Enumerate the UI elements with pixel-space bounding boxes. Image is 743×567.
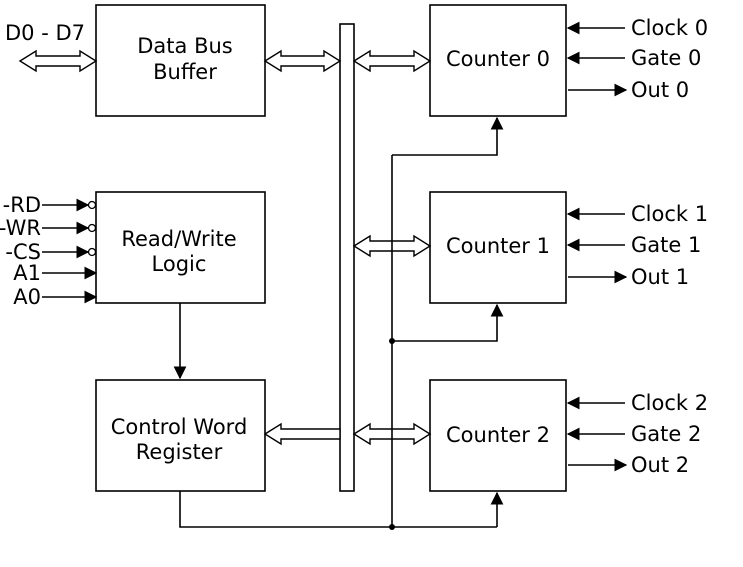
read-write-logic-block: Read/Write Logic (95, 191, 266, 304)
a1-input-label: A1 (13, 261, 41, 285)
counter-2-signals: Clock 2 Gate 2 Out 2 (566, 391, 708, 477)
counter-2-block: Counter 2 (429, 379, 567, 492)
rd-input-label: -RD (3, 193, 41, 217)
wr-active-low-bubble (87, 223, 97, 233)
gate-0-label: Gate 0 (631, 46, 701, 70)
wr-input-label: -WR (0, 216, 41, 240)
counter-0-signals: Clock 0 Gate 0 Out 0 (566, 16, 708, 102)
control-word-register-label-line1: Control Word (111, 415, 248, 439)
counter-1-signals: Clock 1 Gate 1 Out 1 (566, 202, 708, 289)
clock-1-label: Clock 1 (631, 202, 708, 226)
out-1-label: Out 1 (631, 265, 689, 289)
control-wiring (179, 116, 504, 530)
counter-1-block: Counter 1 (429, 191, 567, 304)
out-0-label: Out 0 (631, 78, 689, 102)
buffer-bus-arrow (263, 49, 342, 73)
rw-inputs: -RD -WR -CS A1 A0 (0, 193, 98, 309)
cs-input-label: -CS (5, 240, 41, 264)
cs-active-low-bubble (87, 247, 97, 257)
read-write-logic-label-line1: Read/Write (121, 227, 236, 251)
a0-input-label: A0 (13, 285, 41, 309)
data-bus-buffer-label-line1: Data Bus (137, 34, 232, 58)
gate-1-label: Gate 1 (631, 233, 701, 257)
counter-2-label: Counter 2 (446, 423, 550, 447)
read-write-logic-label-line2: Logic (152, 252, 207, 276)
counter-0-label: Counter 0 (446, 47, 550, 71)
clock-2-label: Clock 2 (631, 391, 708, 415)
out-2-label: Out 2 (631, 453, 689, 477)
internal-bus (339, 23, 355, 492)
clock-0-label: Clock 0 (631, 16, 708, 40)
rd-active-low-bubble (87, 200, 97, 210)
gate-2-label: Gate 2 (631, 422, 701, 446)
bus-counter0-arrow (352, 49, 432, 73)
data-bus-label: D0 - D7 (5, 21, 85, 45)
control-word-register-block: Control Word Register (95, 379, 266, 492)
data-bus-buffer-block: Data Bus Buffer (95, 4, 266, 117)
data-bus-external-arrow (18, 49, 98, 73)
bus-control-register-arrow (263, 422, 341, 446)
control-word-register-label-line2: Register (136, 440, 223, 464)
counter-1-label: Counter 1 (446, 234, 550, 258)
data-bus-buffer-label-line2: Buffer (153, 60, 217, 84)
counter-0-block: Counter 0 (429, 4, 567, 117)
